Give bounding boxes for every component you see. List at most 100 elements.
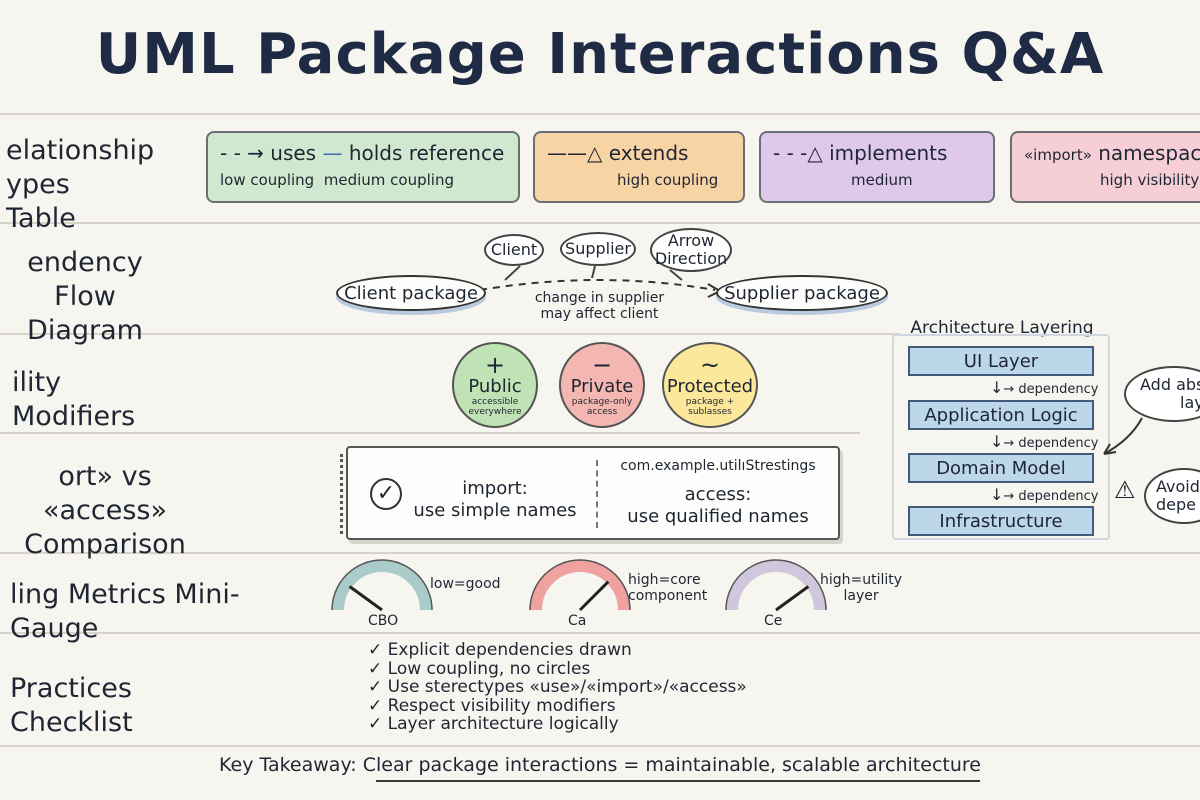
access-title: access: <box>684 484 752 505</box>
card-sub: high coupling <box>617 171 719 189</box>
card-sub: low coupling <box>220 171 315 189</box>
visibility-desc: everywhere <box>468 407 522 417</box>
access-column: access: use qualified names <box>610 484 826 528</box>
card-label: extends <box>608 141 689 165</box>
relationship-card-extends: ——△ extends high coupling <box>533 131 745 203</box>
visibility-protected: ~ Protected package + sublasses <box>662 342 758 428</box>
gauge-note-line: layer <box>843 588 879 604</box>
callout-line: Arrow <box>667 231 715 250</box>
checklist-item: ✓ Layer architecture logically <box>368 714 619 734</box>
note-line: change in supplier <box>534 290 665 306</box>
callout-line: Direction <box>654 249 728 268</box>
gauge-note-line: high=utility <box>820 572 903 588</box>
divider <box>0 113 1200 115</box>
card-heading: «import» namespace <box>1024 141 1200 165</box>
divider <box>0 333 900 335</box>
callout-line: Avoid <box>1156 477 1200 496</box>
callout-line: lay <box>1180 393 1200 412</box>
client-callout: Client <box>484 234 544 266</box>
bubble-tail <box>669 269 683 281</box>
layer-application: Application Logic <box>908 400 1094 430</box>
spiral-binding-icon <box>340 454 354 534</box>
architecture-frame <box>892 334 1110 540</box>
takeaway-underline <box>376 780 980 782</box>
gauge-needle <box>578 580 610 612</box>
coupling-gauges <box>331 559 827 612</box>
row-label-metrics: ling Metrics Mini-Gauge <box>0 578 310 646</box>
card-heading: - - -△ implements <box>773 141 981 165</box>
visibility-name: Protected <box>666 376 754 397</box>
layer-domain: Domain Model <box>908 453 1094 483</box>
checklist-item: ✓ Low coupling, no circles <box>368 658 591 679</box>
import-title: import: <box>462 478 528 499</box>
best-practices-checklist: ✓ Explicit dependencies drawn ✓ Low coup… <box>368 641 747 734</box>
visibility-desc: accessible <box>471 397 519 407</box>
gauge-outline <box>529 559 631 611</box>
realization-arrow-icon: - - -△ <box>773 141 823 165</box>
gauge-label-ce: Ce <box>764 613 783 629</box>
relationship-card-import: «import» namespace high visibility <box>1010 131 1200 203</box>
gauge-note: high=utility layer <box>820 572 902 604</box>
dependency-label: → dependency <box>1003 436 1099 451</box>
comparison-notebook: ✓ import: use simple names com.example.u… <box>340 446 840 540</box>
row-label-line: Comparison <box>24 529 186 560</box>
card-label: implements <box>829 141 948 165</box>
divider <box>0 432 860 434</box>
row-label-line: Diagram <box>27 315 143 346</box>
card-label: holds reference <box>348 141 505 165</box>
note-line: may affect client <box>540 306 659 322</box>
row-label-line: ypes Table <box>6 169 76 234</box>
gauge-note-line: component <box>628 588 708 604</box>
inheritance-arrow-icon: ——△ <box>547 141 603 165</box>
card-subtitle: low coupling medium coupling <box>220 171 506 189</box>
plus-icon: + <box>484 351 506 379</box>
minus-icon: − <box>591 351 613 379</box>
checkmark-icon: ✓ <box>370 478 402 510</box>
gauge-arc <box>530 560 630 611</box>
card-heading: ——△ extends <box>547 141 731 165</box>
dependency-label: → dependency <box>1003 489 1099 504</box>
divider <box>0 222 1200 224</box>
column-divider <box>596 460 598 528</box>
row-label-line: ility Modifiers <box>12 367 136 432</box>
gauge-label-cbo: CBO <box>368 613 399 629</box>
gauge-outline <box>725 559 827 611</box>
import-column: import: use simple names <box>410 478 580 522</box>
visibility-private: − Private package-only access <box>559 342 645 428</box>
divider <box>0 745 1200 747</box>
dashed-dependency-arrow <box>479 279 716 291</box>
divider <box>0 552 1200 554</box>
visibility-name: Private <box>570 376 634 397</box>
bubble-tail <box>591 265 596 279</box>
row-label-line: elationship <box>6 135 155 166</box>
card-label: uses <box>270 141 317 165</box>
solid-line-icon: — <box>322 141 343 165</box>
card-sub: medium coupling <box>323 171 454 189</box>
architecture-title: Architecture Layering <box>910 318 1094 338</box>
row-label-visibility-modifiers: ility Modifiers <box>0 366 190 434</box>
layer-dependency: ↓→ dependency <box>990 378 1099 397</box>
warning-icon: ⚠ <box>1114 476 1136 504</box>
arrow-head-icon <box>1103 443 1117 455</box>
callout-line: depe <box>1156 495 1196 514</box>
row-label-relationship-types: elationship ypes Table <box>0 134 155 236</box>
import-sub: use simple names <box>413 500 577 521</box>
card-label: namespace <box>1098 141 1200 165</box>
visibility-public: + Public accessible everywhere <box>452 342 538 428</box>
visibility-desc: package + sublasses <box>685 397 735 417</box>
visibility-desc: package-only <box>571 397 633 407</box>
page-title: UML Package Interactions Q&A <box>95 22 1105 87</box>
row-label-line: endency Flow <box>27 247 143 312</box>
gauge-group <box>331 559 827 612</box>
card-sub: medium <box>851 171 913 189</box>
gauge-needle <box>348 585 383 612</box>
gauge-arc <box>726 560 826 611</box>
relationship-card-uses: - - → uses — holds reference low couplin… <box>206 131 520 203</box>
supplier-package-node: Supplier package <box>716 275 888 311</box>
gauge-arc <box>332 560 432 611</box>
key-takeaway: Key Takeaway: Clear package interactions… <box>219 754 981 776</box>
divider <box>0 632 1200 634</box>
callout-line: Add abs <box>1140 375 1200 394</box>
tilde-icon: ~ <box>699 351 721 379</box>
gauge-label-ca: Ca <box>568 613 587 629</box>
